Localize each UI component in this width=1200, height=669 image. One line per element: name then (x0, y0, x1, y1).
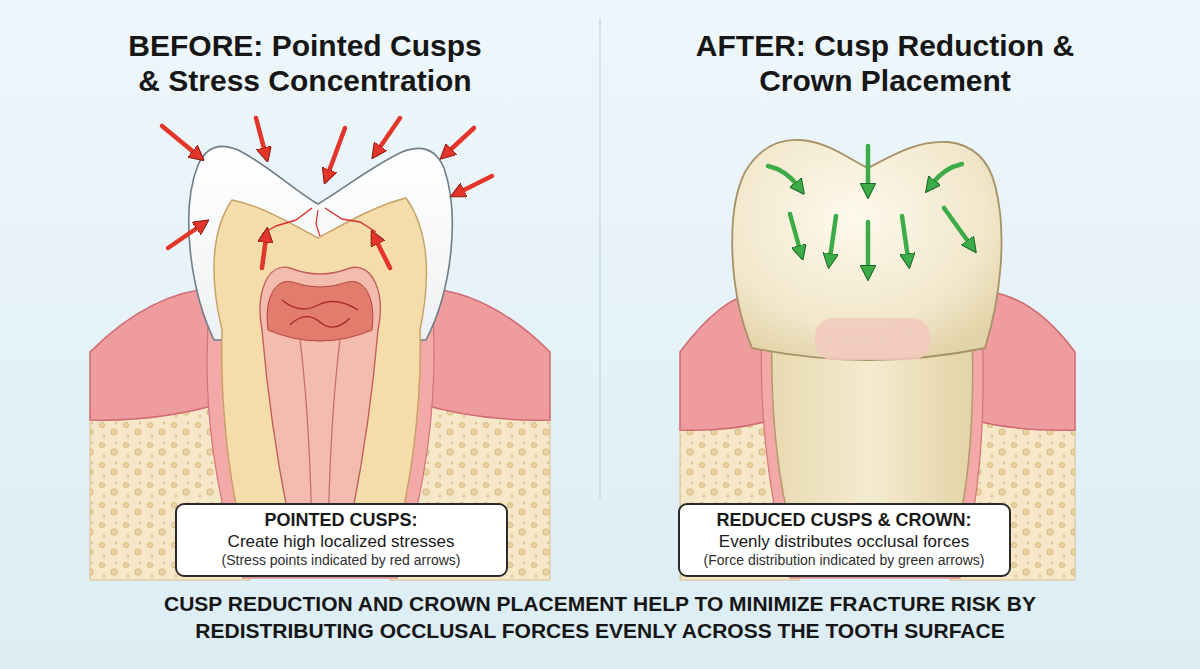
force-arrow (866, 222, 871, 270)
box-text: (Stress points indicated by red arrows) (189, 552, 494, 570)
crack-line (262, 208, 312, 234)
stress-arrows (162, 118, 492, 268)
force-arrow (830, 216, 836, 258)
caption: CUSP REDUCTION AND CROWN PLACEMENT HELP … (100, 590, 1100, 645)
pulp-chamber (267, 282, 373, 341)
crack-line (325, 208, 376, 232)
info-box: REDUCED CUSPS & CROWN:Evenly distributes… (678, 503, 1011, 577)
box-text: Create high localized stresses (189, 532, 494, 552)
stress-arrow (162, 126, 196, 154)
stress-arrow (256, 118, 265, 152)
info-box: POINTED CUSPS:Create high localized stre… (175, 503, 508, 577)
stress-arrow (262, 238, 266, 268)
panel-divider (599, 18, 601, 500)
stress-arrow (328, 128, 345, 174)
stress-arrow (460, 176, 492, 192)
force-arrow (866, 146, 871, 188)
panel-heading: BEFORE: Pointed Cusps & Stress Concentra… (115, 28, 495, 99)
force-arrow (790, 214, 800, 250)
blood-vessel (290, 317, 350, 327)
force-arrow (932, 164, 962, 184)
stress-arrow (168, 226, 200, 248)
force-arrow (902, 216, 908, 258)
blood-vessel (282, 300, 358, 310)
box-text: Evenly distributes occlusal forces (692, 532, 997, 552)
crown (732, 140, 1001, 360)
force-arrow (768, 166, 798, 186)
box-heading: REDUCED CUSPS & CROWN: (692, 510, 997, 532)
crown-core (815, 318, 930, 360)
force-arrow (944, 208, 970, 244)
box-text: (Force distribution indicated by green a… (692, 552, 997, 570)
force-arrows (768, 146, 970, 270)
before-tooth (90, 118, 550, 580)
stress-arrow (448, 128, 474, 152)
after-tooth (680, 140, 1075, 580)
box-heading: POINTED CUSPS: (189, 510, 494, 532)
crack-line (316, 210, 320, 236)
panel-heading: AFTER: Cusp Reduction & Crown Placement (695, 28, 1075, 99)
stress-arrow (376, 240, 390, 268)
stress-arrow (378, 118, 400, 150)
